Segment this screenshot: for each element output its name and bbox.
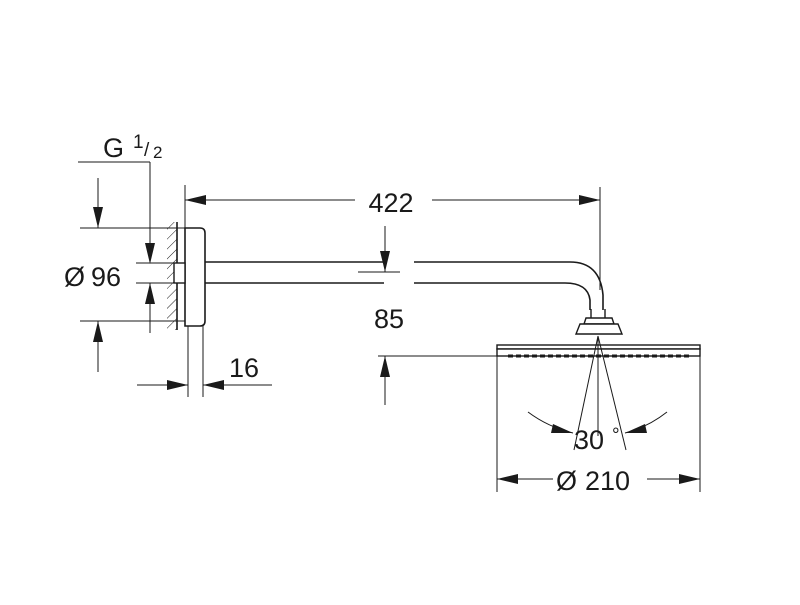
tilt-angle-value: 30 [574,425,604,455]
dimension-arm-length: 422 [184,185,601,290]
thread-letter: G [103,133,124,163]
thread-slash: / [144,140,150,161]
dimension-flange-thickness: 16 [137,326,272,397]
arm-length-label: 422 [368,188,413,218]
thread-numerator: 1 [133,132,144,153]
arrowhead-top [93,207,103,228]
pipe-arrowhead [145,283,155,304]
arm-top-edge [205,261,604,310]
callout-arrowhead [145,243,155,264]
arrowhead-right [203,380,224,390]
arrowhead-top [380,251,390,272]
flange-diameter-symbol: Ø [64,262,85,292]
flange-body [184,227,206,327]
arrowhead-right [579,195,600,205]
arrowhead-left [497,474,518,484]
arrowhead-bottom [93,321,103,342]
arrowhead-right [679,474,700,484]
arm-bottom-edge [205,282,591,310]
ball-joint-nut [583,317,615,325]
dimension-arm-drop: 85 [358,226,497,405]
tilt-angle-unit: ° [612,425,620,446]
flange-diameter-value: 96 [91,262,121,292]
arm-drop-label: 85 [374,304,404,334]
ball-joint [574,323,624,335]
wall-hatching [167,222,177,330]
thread-connector [173,262,186,284]
dimension-head-diameter: Ø 210 [496,345,701,496]
head-diameter-symbol: Ø [556,466,577,496]
arrowhead-bottom [380,356,390,377]
tilt-line-right [597,335,627,451]
head-diameter-value: 210 [585,466,630,496]
arrowhead-left [185,195,206,205]
angle-arc-left [527,411,574,434]
thread-callout: G 1 / 2 [78,132,162,264]
dimension-tilt-angle: 30 ° [527,335,668,455]
thread-denominator: 2 [153,143,162,162]
tilt-line-left [573,335,599,451]
arrowhead-left [167,380,188,390]
angle-arrowhead-left [551,424,573,433]
dimension-flange-diameter: Ø 96 [64,178,185,372]
shower-arm [205,250,604,310]
angle-arrowhead-right [625,424,647,433]
wall-flange [173,227,206,327]
flange-thickness-label: 16 [229,353,259,383]
